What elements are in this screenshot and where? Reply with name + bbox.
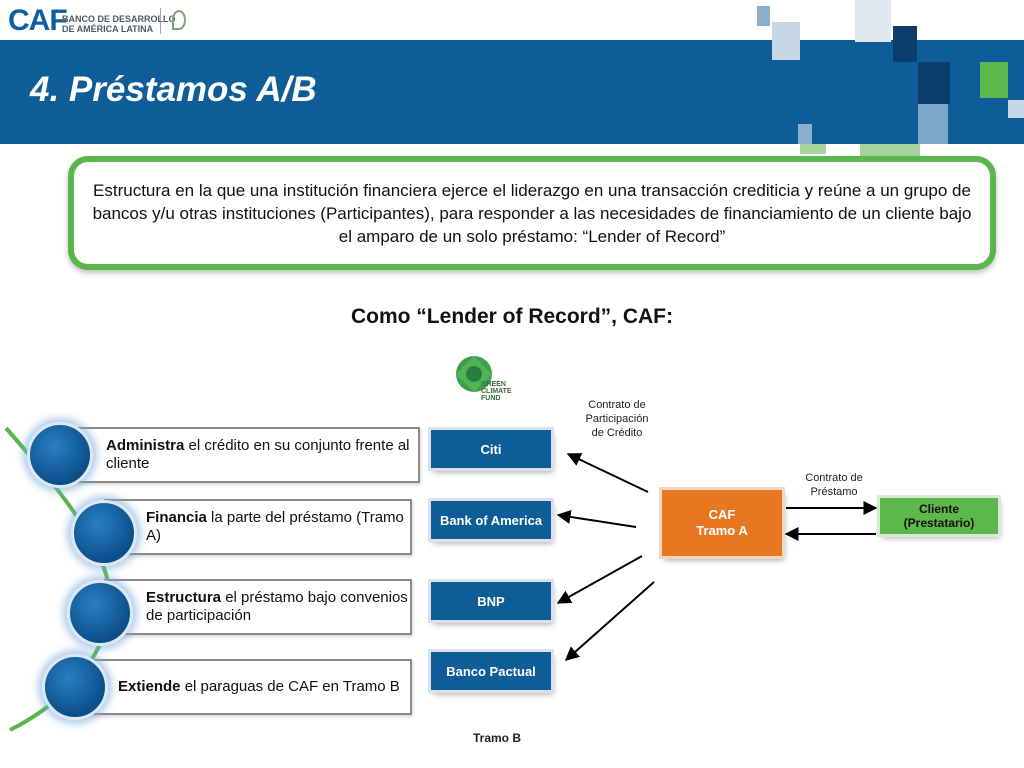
loan-line-1: Contrato de (805, 472, 863, 484)
bullet-circle-2 (71, 500, 137, 566)
client-box: Cliente (Prestatario) (880, 498, 998, 534)
role-verb: Financia (146, 509, 207, 526)
role-text: Financia la parte del préstamo (Tramo A) (146, 509, 410, 545)
green-leaf-icon (172, 10, 186, 30)
caf-tramo-a-box: CAF Tramo A (662, 490, 782, 556)
bank-citi: Citi (431, 430, 551, 468)
role-text: Administra el crédito en su conjunto fre… (106, 437, 418, 473)
tramo-a-label: Tramo A (696, 523, 748, 538)
page-title: 4. Préstamos A/B (30, 70, 317, 109)
caf-label: CAF (708, 507, 736, 522)
role-verb: Estructura (146, 589, 222, 606)
role-text: Extiende el paraguas de CAF en Tramo B (118, 678, 400, 696)
role-item-administra: Administra el crédito en su conjunto fre… (60, 427, 420, 483)
gcf-logo-text: GREEN CLIMATE FUND (481, 381, 512, 402)
definition-text: Estructura en la que una institución fin… (92, 180, 972, 246)
participation-line-1: Contrato de (588, 399, 646, 411)
logo-line-2: DE AMÉRICA LATINA (62, 24, 154, 34)
role-item-estructura: Estructura el préstamo bajo convenios de… (104, 579, 412, 635)
gcf-line-3: FUND (481, 395, 501, 402)
role-description: el crédito en su conjunto frente al clie… (106, 437, 410, 472)
role-description: el préstamo bajo convenios de participac… (146, 589, 408, 624)
arrow-to-bnp (556, 555, 643, 604)
logo-line-1: BANCO DE DESARROLLO (62, 14, 176, 24)
arrow-to-citi (566, 453, 649, 493)
bank-of-america: Bank of America (431, 501, 551, 539)
role-description: el paraguas de CAF en Tramo B (180, 678, 400, 695)
caf-logo: CAF (8, 4, 68, 37)
bullet-circle-4 (42, 654, 108, 720)
role-verb: Administra (106, 437, 185, 454)
role-item-extiende: Extiende el paraguas de CAF en Tramo B (76, 659, 412, 715)
section-subtitle: Como “Lender of Record”, CAF: (350, 305, 673, 328)
bank-bnp: BNP (431, 582, 551, 620)
client-label: Cliente (918, 502, 959, 516)
green-climate-fund-logo-icon (456, 356, 492, 392)
arrow-to-bank-of-america (556, 509, 637, 528)
role-text: Estructura el préstamo bajo convenios de… (146, 589, 410, 625)
borrower-label: (Prestatario) (903, 516, 975, 530)
gcf-line-2: CLIMATE (481, 388, 512, 395)
participation-line-3: de Crédito (591, 427, 643, 439)
loan-line-2: Préstamo (810, 486, 858, 498)
bullet-circle-3 (67, 580, 133, 646)
bank-pactual: Banco Pactual (431, 652, 551, 690)
gcf-line-1: GREEN (481, 381, 506, 388)
header-band (0, 40, 1024, 144)
participation-contract-label: Contrato de Participación de Crédito (572, 398, 662, 440)
role-description: la parte del préstamo (Tramo A) (146, 509, 404, 544)
bullet-circle-1 (27, 422, 93, 488)
tramo-b-label: Tramo B (472, 731, 521, 745)
definition-box: Estructura en la que una institución fin… (68, 156, 996, 270)
role-verb: Extiende (118, 678, 181, 695)
arrow-to-pactual (564, 581, 655, 661)
loan-contract-label: Contrato de Préstamo (792, 471, 876, 499)
participation-line-2: Participación (585, 413, 649, 425)
caf-logo-subtitle: BANCO DE DESARROLLO DE AMÉRICA LATINA (62, 14, 176, 34)
role-item-financia: Financia la parte del préstamo (Tramo A) (104, 499, 412, 555)
logo-divider (160, 8, 161, 34)
